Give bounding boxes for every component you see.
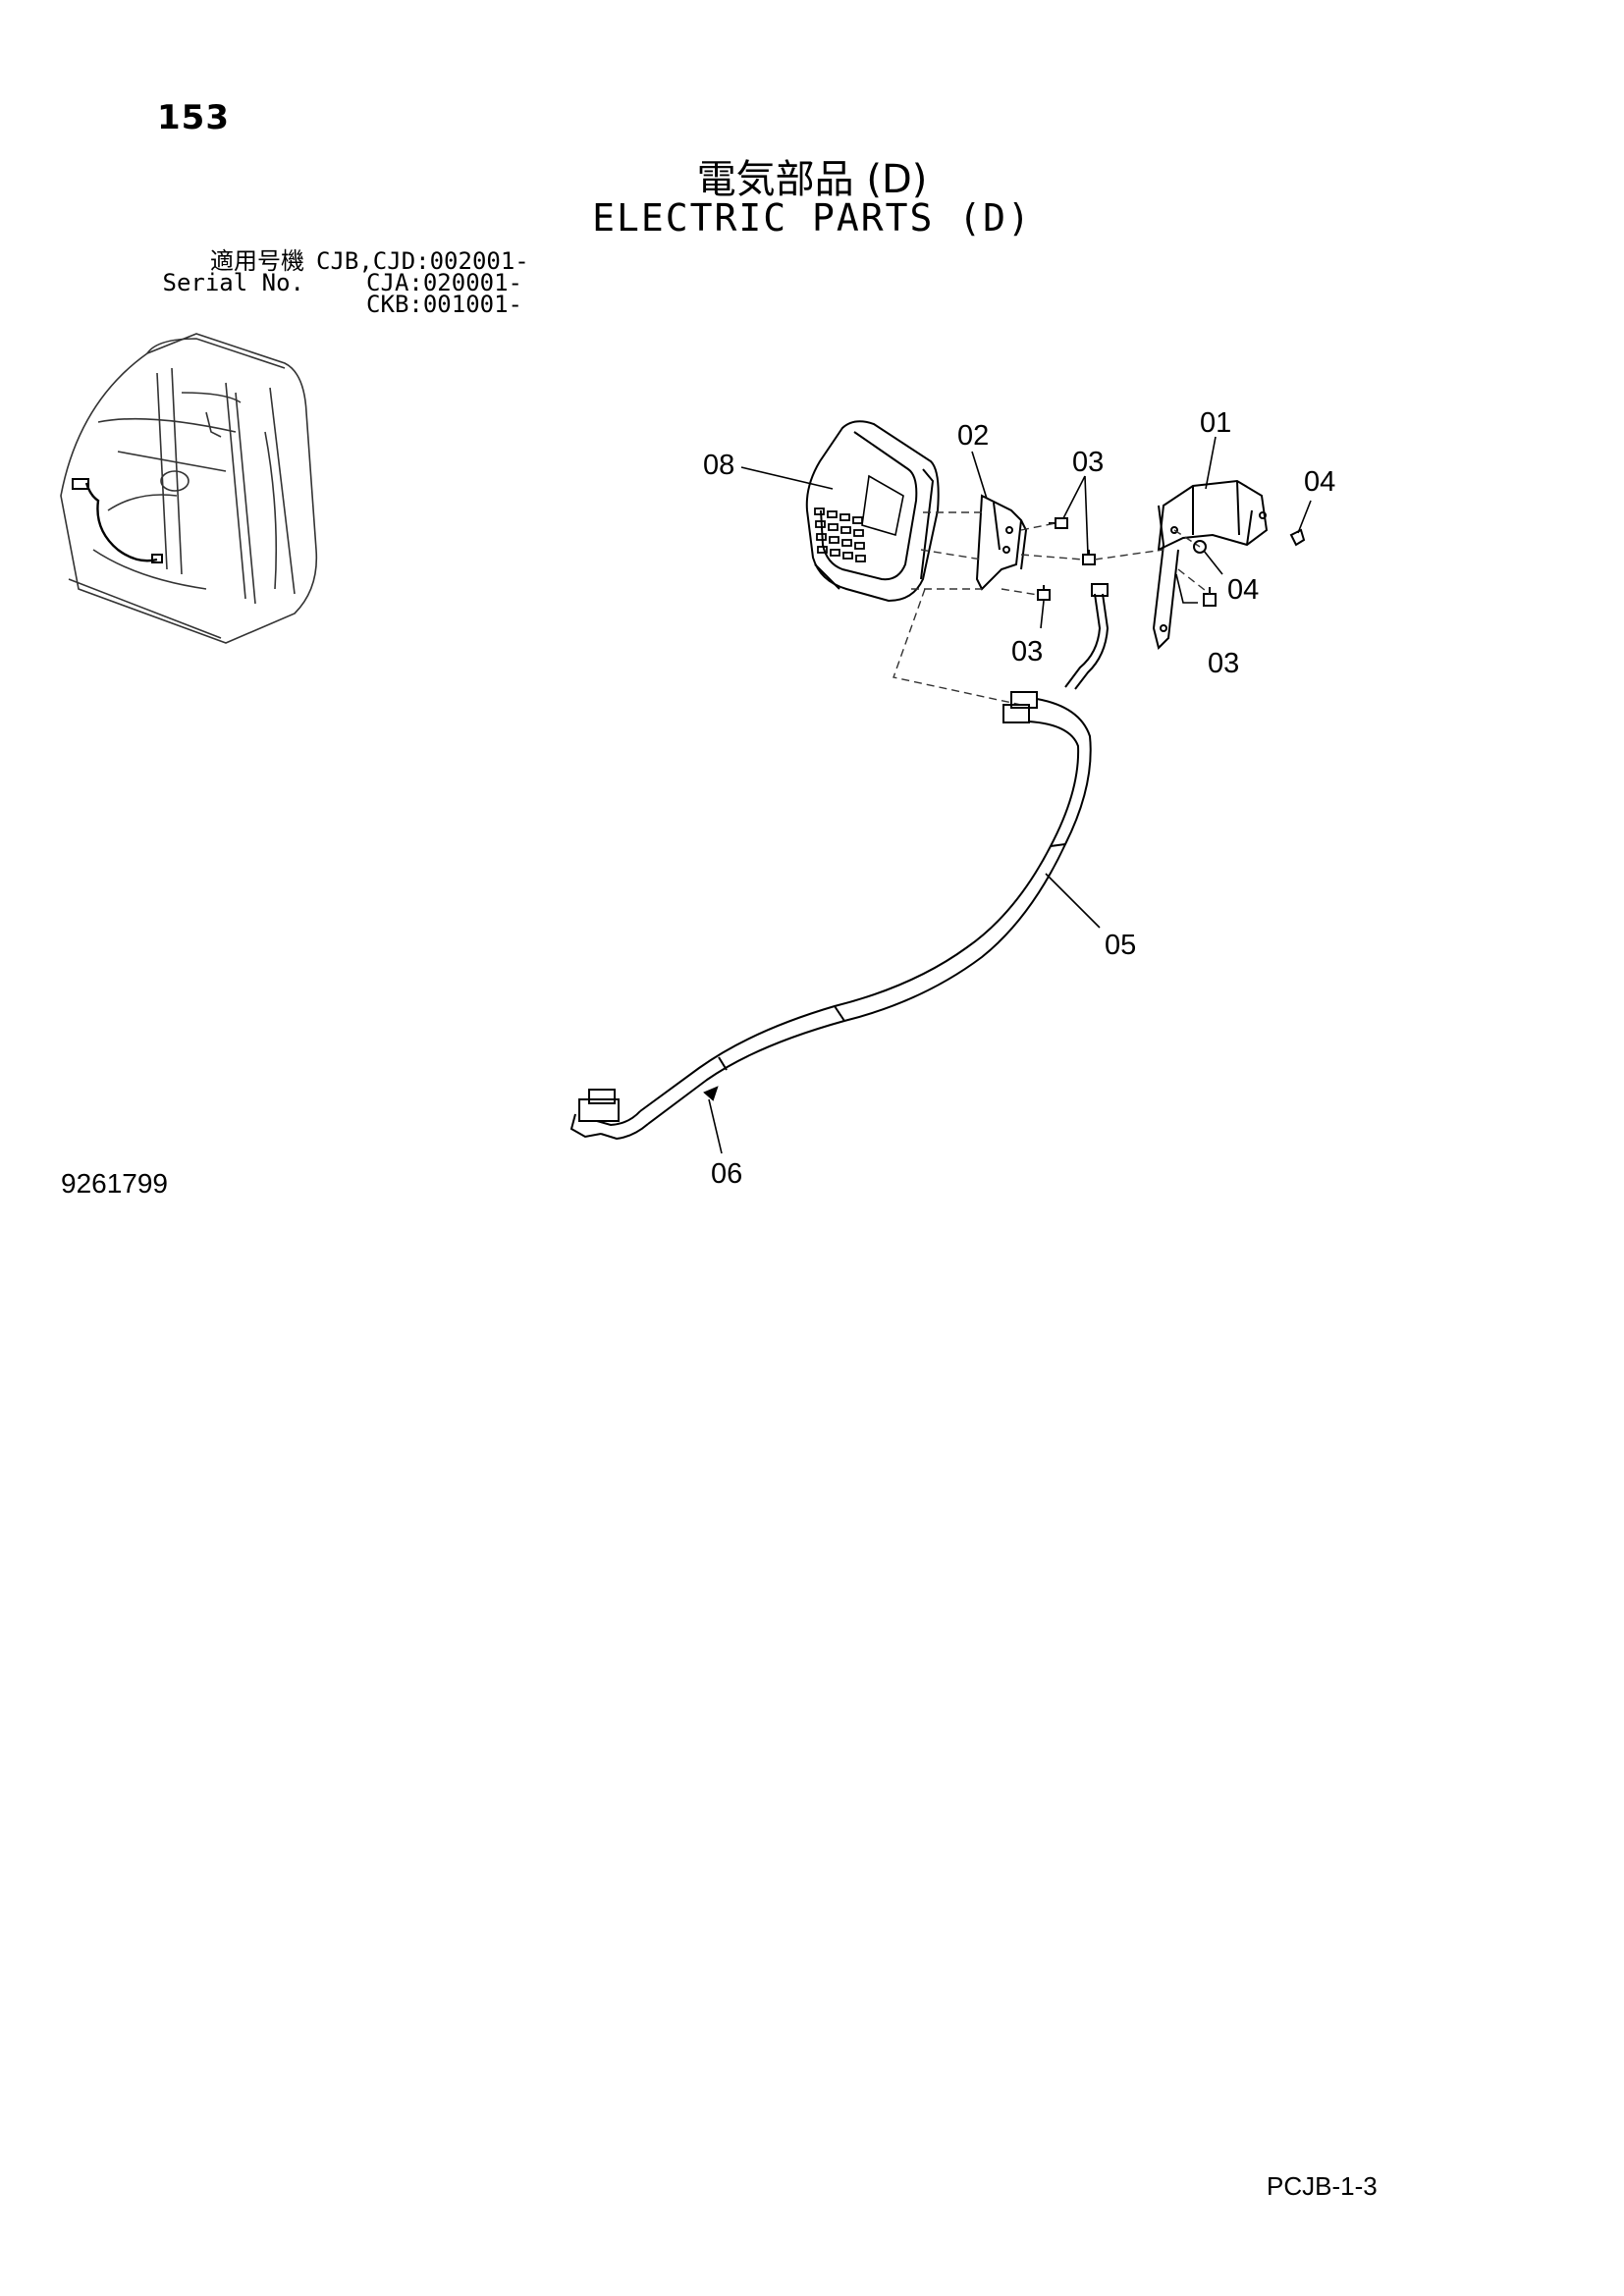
wire-harness-05 [569, 583, 1110, 1141]
serial-row-3: CKB:001001- [147, 291, 540, 318]
assembly-guide-lines [893, 511, 1211, 706]
callout-06: 06 [711, 1158, 742, 1190]
bracket-02 [975, 494, 1028, 591]
serial-label-japanese: 適用号機 [210, 247, 304, 275]
callout-04-right: 04 [1304, 466, 1335, 498]
bolt-03-a [1049, 517, 1068, 529]
leader-lines [708, 436, 1312, 1154]
page-title-english: ELECTRIC PARTS (D) [592, 196, 1032, 240]
bolt-03-d [1203, 587, 1217, 607]
washer-04-a [1193, 540, 1207, 554]
callout-02: 02 [957, 420, 989, 452]
bolt-03-b [1082, 550, 1096, 565]
sheet-code: PCJB-1-3 [1267, 2171, 1378, 2201]
serial-label-english: Serial No. [162, 269, 305, 296]
cab-location-thumbnail [60, 333, 318, 644]
page-number: 153 [157, 98, 230, 137]
monitor-unit-08 [805, 420, 940, 603]
callout-01: 01 [1200, 407, 1231, 439]
serial-value-1: CJB,CJD:002001- [316, 247, 529, 275]
callout-08: 08 [703, 450, 734, 481]
serial-row-2: Serial No. CJA:020001- [147, 269, 540, 296]
callout-05: 05 [1105, 930, 1136, 961]
serial-row-1: 適用号機 CJB,CJD:002001- [147, 247, 540, 275]
callout-03-right: 03 [1208, 648, 1239, 679]
bracket-01 [1152, 479, 1269, 650]
drawing-number: 9261799 [61, 1168, 169, 1199]
serial-value-3: CKB:001001- [366, 291, 522, 318]
serial-number-block: 適用号機 CJB,CJD:002001- Serial No. CJA:0200… [147, 247, 540, 318]
callout-03-top: 03 [1072, 447, 1104, 478]
callout-04-mid: 04 [1227, 574, 1259, 606]
bolt-03-c [1037, 585, 1051, 601]
clip-06 [703, 1086, 719, 1101]
callout-03-bottom: 03 [1011, 636, 1043, 667]
serial-value-2: CJA:020001- [366, 269, 522, 296]
page-title-japanese: 電気部品 (D) [696, 157, 928, 202]
